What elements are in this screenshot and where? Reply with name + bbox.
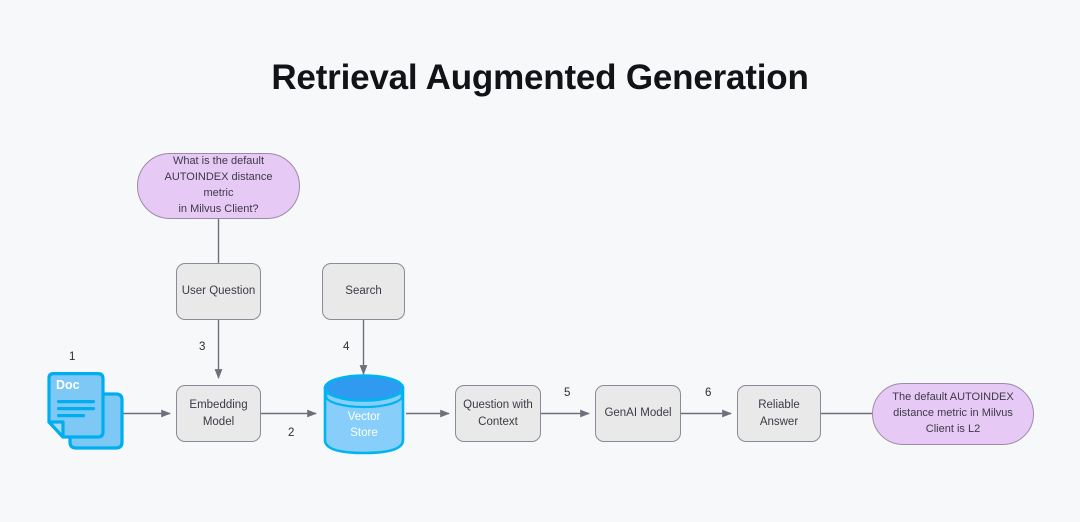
node-embedding-model[interactable]: Embedding Model <box>176 385 261 442</box>
document-icon[interactable]: Doc <box>40 372 126 454</box>
page-title: Retrieval Augmented Generation <box>271 58 809 97</box>
step-number-2: 2 <box>288 427 295 439</box>
step-number-3: 3 <box>199 341 206 353</box>
step-number-6: 6 <box>705 387 712 399</box>
step-number-5: 5 <box>564 387 571 399</box>
node-search[interactable]: Search <box>322 263 405 320</box>
vector-store-cylinder[interactable]: Vector Store <box>322 372 406 456</box>
node-genai-model[interactable]: GenAI Model <box>595 385 681 442</box>
answer-bubble[interactable]: The default AUTOINDEX distance metric in… <box>872 383 1034 445</box>
node-reliable-answer[interactable]: Reliable Answer <box>737 385 821 442</box>
step-number-1: 1 <box>69 351 76 363</box>
cylinder-body <box>323 386 405 455</box>
step-number-4: 4 <box>343 341 350 353</box>
document-front-page <box>47 372 105 439</box>
node-user-question[interactable]: User Question <box>176 263 261 320</box>
document-text-lines <box>57 400 95 418</box>
user-question-bubble[interactable]: What is the default AUTOINDEX distance m… <box>137 153 300 219</box>
node-question-with-context[interactable]: Question with Context <box>455 385 541 442</box>
cylinder-top <box>323 374 405 402</box>
